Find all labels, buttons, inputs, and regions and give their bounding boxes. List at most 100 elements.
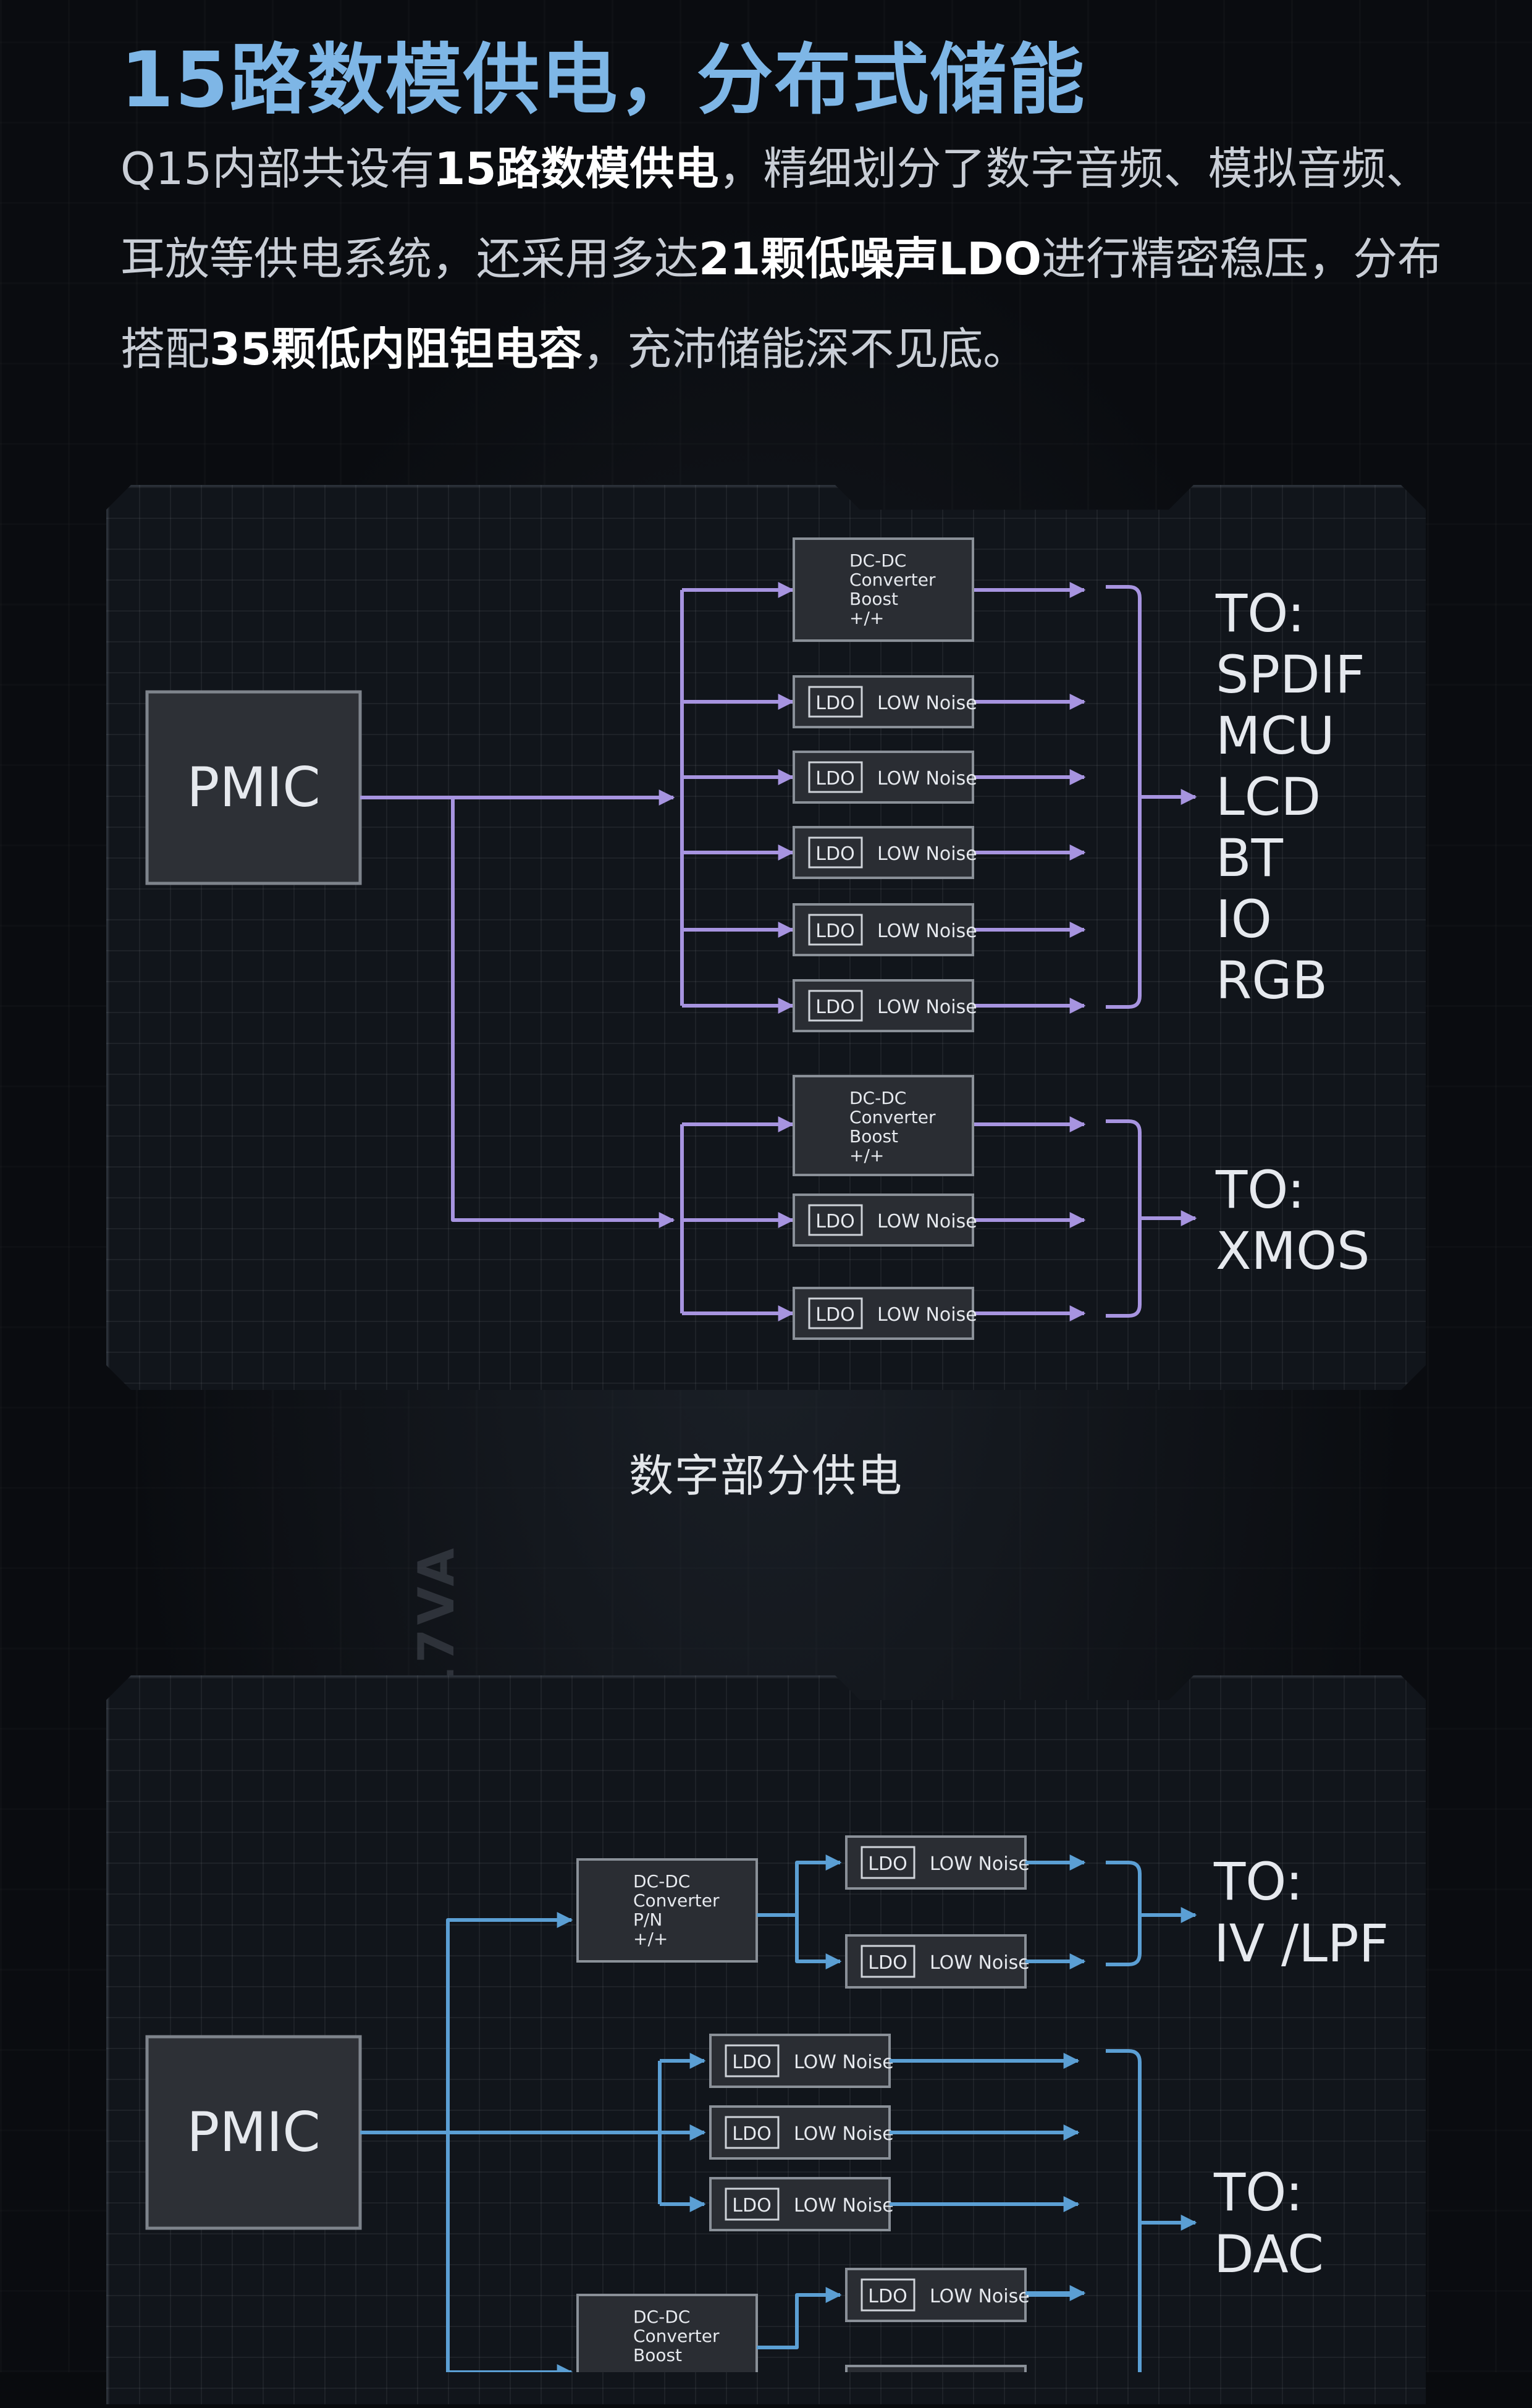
digital-caption: 数字部分供电: [628, 1450, 903, 1502]
dcdc-box-a: [793, 537, 974, 642]
page-title: 15路数模供电，分布式储能: [120, 36, 1086, 125]
bracket-dac: [1106, 2049, 1142, 2372]
trunk-b: [451, 798, 675, 1228]
intro-segment-0: Q15内部共设有: [120, 143, 435, 195]
dcdc-line-a-1: Converter: [849, 570, 936, 590]
target-b-1: XMOS: [1216, 1221, 1370, 1281]
ldo-text-a2: LOW Noise: [877, 843, 977, 865]
ldo-text-m0: LOW Noise: [794, 2052, 894, 2073]
pmic-label: PMIC: [187, 2100, 320, 2164]
dcdc-line-pn-2: P/N: [633, 1909, 662, 1930]
ldo-tag-b1: LDO: [815, 1304, 854, 1326]
ldo-tag-frame-m0: [725, 2044, 780, 2078]
ldo-tag-frame-pn1: [861, 1945, 915, 1978]
target-a-4: BT: [1216, 828, 1284, 888]
ldo-box-pn0: [845, 1835, 1027, 1890]
ldo-tag-frame-a0: [808, 686, 863, 718]
intro-paragraph: Q15内部共设有15路数模供电，精细划分了数字音频、模拟音频、耳放等供电系统，还…: [120, 124, 1449, 394]
target-a-5: IO: [1216, 889, 1272, 949]
dcdc-line-bst-1: Converter: [633, 2326, 720, 2346]
ldo-box-b1: [793, 1287, 974, 1340]
ldo-tag-frame-bst0: [861, 2278, 915, 2312]
bracket-pn: [1106, 1861, 1142, 1966]
ldo-box-bst0: [845, 2268, 1027, 2322]
pmic-label: PMIC: [187, 756, 320, 819]
ldo-box-b0: [793, 1193, 974, 1247]
ldo-box-a0: [793, 675, 974, 728]
ldo-tag-a2: LDO: [815, 843, 854, 865]
target-iv-1: IV /LPF: [1214, 1913, 1389, 1974]
dcdc-box-pn: [576, 1858, 758, 1963]
bracket-b: [1106, 1119, 1142, 1318]
bst-branch-0: [757, 2287, 842, 2349]
ldo-box-a2: [793, 826, 974, 879]
target-dac-1: DAC: [1214, 2224, 1324, 2284]
ldo-tag-frame-a1: [808, 761, 863, 793]
trunk-top: [446, 1912, 573, 2372]
ldo-text-b0: LOW Noise: [877, 1211, 977, 1232]
ldo-box-a4: [793, 979, 974, 1032]
dcdc-line-bst-0: DC-DC: [633, 2307, 690, 2327]
ldo-box-partial: [845, 2365, 1027, 2372]
ldo-text-m1: LOW Noise: [794, 2123, 894, 2145]
ldo-tag-m1: LDO: [732, 2123, 771, 2145]
ldo-text-a1: LOW Noise: [877, 768, 977, 789]
dcdc-line-a-2: Boost: [849, 589, 898, 609]
dcdc-line-pn-0: DC-DC: [633, 1871, 690, 1892]
pmic-box: [145, 690, 362, 885]
target-b-0: TO:: [1215, 1160, 1305, 1220]
ldo-box-pn1: [845, 1934, 1027, 1989]
ldo-text-pn1: LOW Noise: [930, 1952, 1030, 1974]
dcdc-line-pn-3: +/+: [633, 1929, 668, 1949]
dcdc-line-a-0: DC-DC: [849, 550, 906, 571]
ldo-box-a1: [793, 751, 974, 804]
dcdc-line-b-1: Converter: [849, 1107, 936, 1127]
intro-segment-6: ，充沛储能深不见底。: [583, 323, 1028, 375]
ldo-tag-bst0: LDO: [868, 2286, 907, 2307]
ldo-tag-m0: LDO: [732, 2052, 771, 2073]
digital-diagram-panel: [106, 485, 1426, 1390]
ldo-tag-a4: LDO: [815, 996, 854, 1018]
ldo-text-bst0: LOW Noise: [930, 2286, 1030, 2307]
dcdc-line-b-0: DC-DC: [849, 1088, 906, 1108]
intro-segment-4: 进行精密稳压，分布搭配: [120, 233, 1442, 375]
pn-branch-0: [757, 1854, 842, 1917]
ldo-tag-frame-b0: [808, 1204, 863, 1236]
pmic-box: [145, 2035, 362, 2230]
ldo-tag-m2: LDO: [732, 2195, 771, 2216]
ldo-text-b1: LOW Noise: [877, 1304, 977, 1326]
ldo-tag-pn1: LDO: [868, 1952, 907, 1974]
ldo-tag-frame-b1: [808, 1297, 863, 1329]
target-dac-0: TO:: [1213, 2162, 1303, 2223]
dcdc-line-bst-2: Boost: [633, 2345, 682, 2365]
dcdc-line-b-3: +/+: [849, 1145, 884, 1166]
target-a-3: LCD: [1216, 767, 1321, 827]
ldo-text-m2: LOW Noise: [794, 2195, 894, 2216]
ldo-box-a3: [793, 903, 974, 956]
intro-segment-3: 21颗低噪声LDO: [699, 233, 1042, 285]
ldo-text-a0: LOW Noise: [877, 693, 977, 714]
ldo-tag-a0: LDO: [815, 693, 854, 714]
intro-segment-2: ，精细划分了数字音频、模拟音频、耳放等供电系统，还采用多达: [120, 143, 1431, 285]
target-a-2: MCU: [1216, 705, 1335, 766]
dcdc-box-b: [793, 1075, 974, 1176]
ldo-box-m1: [709, 2105, 891, 2160]
dcdc-line-pn-1: Converter: [633, 1890, 720, 1911]
target-a-1: SPDIF: [1216, 644, 1365, 705]
ldo-tag-frame-pn0: [861, 1846, 915, 1879]
ldo-tag-a1: LDO: [815, 768, 854, 789]
ldo-tag-b0: LDO: [815, 1211, 854, 1232]
target-iv-0: TO:: [1213, 1851, 1303, 1912]
dcdc-line-b-2: Boost: [849, 1126, 898, 1147]
ldo-tag-pn0: LDO: [868, 1853, 907, 1875]
intro-segment-1: 15路数模供电: [434, 143, 719, 195]
pn-branch-1: [795, 1915, 842, 1969]
ldo-tag-frame-a4: [808, 990, 863, 1022]
ldo-tag-frame-a2: [808, 836, 863, 869]
intro-segment-5: 35颗低内阻钽电容: [209, 323, 583, 375]
target-a-0: TO:: [1215, 583, 1305, 644]
ldo-tag-a3: LDO: [815, 920, 854, 942]
